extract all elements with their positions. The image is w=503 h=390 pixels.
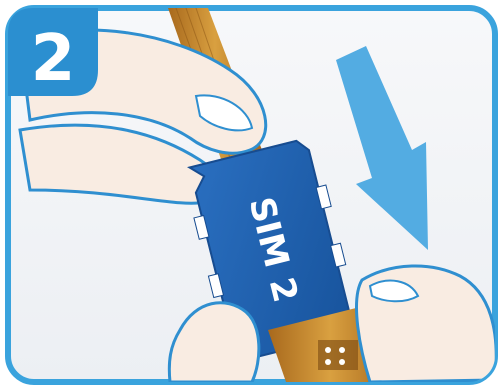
step-badge: 2 <box>8 8 98 96</box>
step-number: 2 <box>31 22 76 96</box>
